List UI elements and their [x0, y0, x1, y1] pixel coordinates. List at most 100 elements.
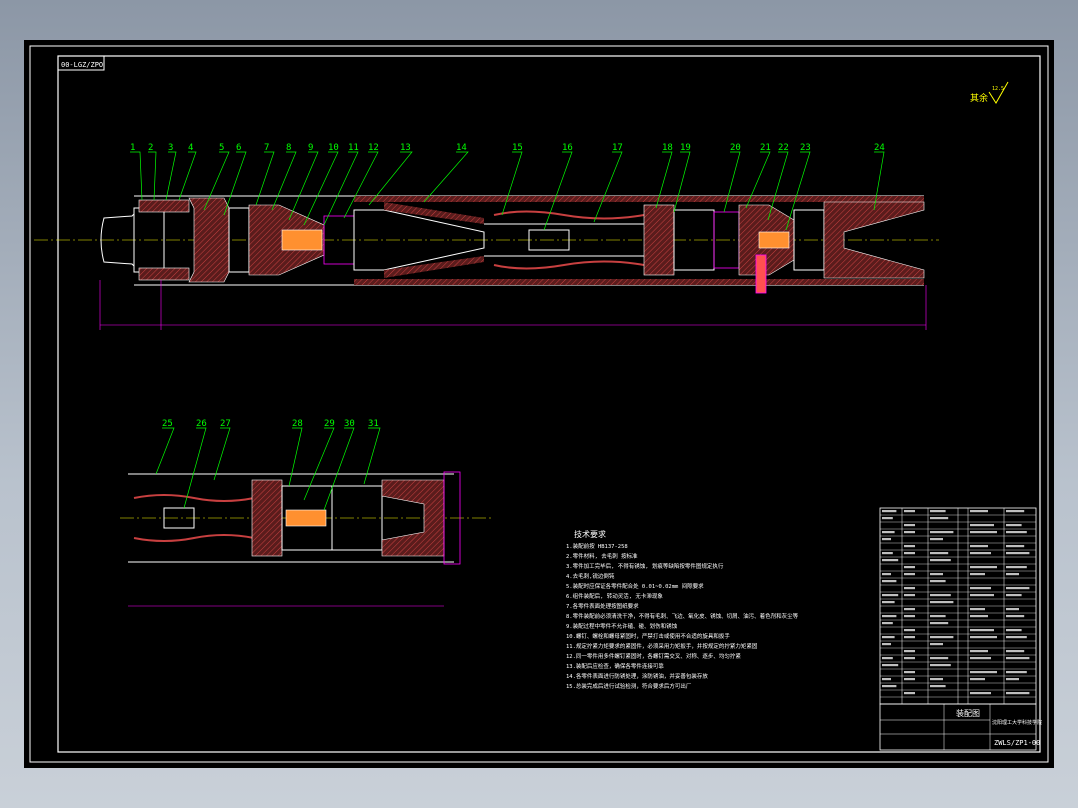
part-number-label: 22 [778, 143, 789, 153]
parts-list-text-mark [930, 594, 951, 597]
parts-list-text-mark [882, 552, 893, 555]
parts-list-text-mark [1006, 587, 1030, 590]
technical-notes: 技术要求 1.装配前按 HB137-258 2.零件材料, 去毛刺 按标准 3.… [566, 529, 799, 690]
notes-title: 技术要求 [574, 529, 606, 539]
parts-list-text-mark [930, 510, 946, 513]
parts-list-text-mark [882, 601, 895, 604]
part-number-label: 18 [662, 143, 673, 153]
note-item: 1.装配前按 HB137-258 [566, 542, 628, 550]
outer-frame [29, 45, 1049, 763]
part-number-label: 13 [400, 143, 411, 153]
parts-list-text-mark [1006, 566, 1027, 569]
parts-list-text-mark [1006, 552, 1030, 555]
part-number-label: 27 [220, 419, 231, 429]
parts-list-text-mark [904, 671, 915, 674]
note-item: 5.装配时应保证各零件配合处 0.01~0.02mm 间隙要求 [566, 582, 704, 590]
top-assembly-view: 1 2 3 4 5 6 7 8 9 10 11 12 13 14 15 16 1… [34, 143, 939, 330]
part-number-label: 6 [236, 143, 241, 153]
part-number-label: 12 [368, 143, 379, 153]
parts-list-text-mark [970, 594, 994, 597]
roughness-value: 12.5 [992, 86, 1004, 92]
parts-list-text-mark [930, 615, 946, 618]
parts-list-text-mark [930, 573, 943, 576]
parts-list-text-mark [882, 643, 891, 646]
part-number-label: 23 [800, 143, 811, 153]
parts-list-text-mark [882, 622, 893, 625]
roughness-symbol [988, 81, 1009, 104]
parts-list-text-mark [970, 615, 988, 618]
parts-list-text-mark [904, 524, 915, 527]
parts-list-text-mark [930, 601, 954, 604]
parts-list-text-mark [882, 678, 891, 681]
parts-list-text-mark [970, 573, 985, 576]
parts-list-text-mark [1006, 650, 1025, 653]
parts-list-text-mark [970, 671, 997, 674]
parts-list-text-mark [904, 657, 915, 660]
part-number-label: 11 [348, 143, 359, 153]
part-number-label: 5 [219, 143, 224, 153]
parts-list-text-mark [882, 531, 895, 534]
drawing-name: 装配图 [956, 708, 980, 718]
parts-list-text-mark [970, 629, 994, 632]
parts-list-text-mark [1006, 657, 1030, 660]
parts-list-text-mark [882, 510, 897, 513]
note-item: 14.各零件表面进行防锈处理，涂防锈油，并妥善包装存放 [566, 672, 708, 680]
parts-list-text-mark [904, 678, 915, 681]
inner-frame [57, 55, 1041, 753]
parts-list-text-mark [1006, 629, 1022, 632]
roughness-label: 其余 [970, 92, 988, 104]
parts-list-text-mark [970, 566, 997, 569]
corner-label: 00-LGZ/ZPO [61, 61, 103, 69]
parts-list-text-mark [970, 545, 988, 548]
parts-list-text-mark [904, 636, 915, 639]
part-number-label: 7 [264, 143, 269, 153]
parts-list-text-mark [882, 594, 899, 597]
parts-list-text-mark [904, 650, 915, 653]
part-number-label: 24 [874, 143, 885, 153]
part-number-label: 25 [162, 419, 173, 429]
parts-list-text-mark [1006, 671, 1027, 674]
parts-list-text-mark [904, 594, 915, 597]
parts-list-text-mark [904, 587, 915, 590]
cad-viewport[interactable]: 00-LGZ/ZPO 其余 12.5 [24, 40, 1054, 768]
parts-list-text-mark [904, 510, 915, 513]
parts-list-text-mark [882, 573, 891, 576]
parts-list-text-mark [930, 559, 951, 562]
parts-list-text-mark [970, 552, 991, 555]
note-item: 8.零件装配前必须清洗干净，不得有毛刺、飞边、氧化皮、锈蚀、切屑、油污、着色剂和… [566, 612, 799, 620]
note-item: 11.规定拧紧力矩要求的紧固件，必须采用力矩扳手，并按规定的拧紧力矩紧固 [566, 642, 758, 650]
parts-list-text-mark [904, 552, 915, 555]
parts-list-text-mark [930, 636, 954, 639]
parts-list-text-mark [1006, 678, 1019, 681]
parts-list-text-mark [882, 517, 893, 520]
parts-list-text-mark [930, 538, 943, 541]
part-number-label: 29 [324, 419, 335, 429]
parts-list-table [879, 507, 1037, 705]
parts-list-text-mark [930, 517, 949, 520]
note-item: 10.螺钉、螺栓和螺母紧固时，严禁打击或使用不合适的旋具和扳手 [566, 632, 730, 640]
parts-list-text-mark [970, 650, 988, 653]
parts-list-text-mark [904, 629, 915, 632]
note-item: 7.各零件表面处理按图纸要求 [566, 602, 639, 610]
title-block: 装配图 沈阳理工大学科技学院 ZWLS/ZP1-00 [879, 703, 1042, 751]
parts-list-text-mark [970, 510, 988, 513]
parts-list-text-mark [882, 636, 895, 639]
part-number-label: 20 [730, 143, 741, 153]
part-number-label: 14 [456, 143, 467, 153]
parts-list-text-mark [1006, 636, 1027, 639]
parts-list-text-mark [1006, 608, 1019, 611]
part-number-label: 30 [344, 419, 355, 429]
note-item: 2.零件材料, 去毛刺 按标准 [566, 552, 638, 560]
parts-list-text-mark [930, 580, 946, 583]
parts-list-text-mark [930, 685, 946, 688]
part-number-label: 21 [760, 143, 771, 153]
parts-list-text-mark [970, 531, 997, 534]
parts-list-text-mark [1006, 545, 1025, 548]
note-item: 4.去毛刺,锐边倒钝 [566, 572, 615, 580]
note-item: 13.装配后应检查，确保各零件连接可靠 [566, 662, 664, 670]
note-item: 9.装配过程中零件不允许磕、碰、划伤和锈蚀 [566, 622, 678, 630]
parts-list-text-mark [904, 608, 915, 611]
parts-list-text-mark [970, 678, 985, 681]
part-number-label: 3 [168, 143, 173, 153]
parts-list-text-mark [930, 678, 943, 681]
